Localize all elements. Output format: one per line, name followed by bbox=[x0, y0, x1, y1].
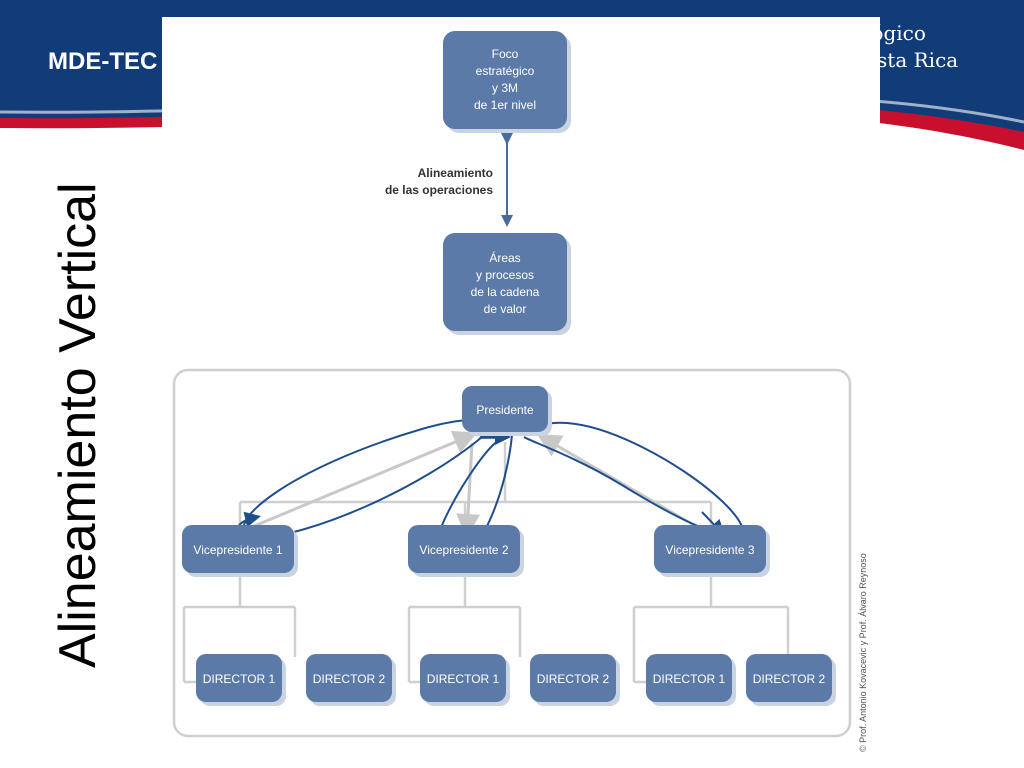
vicepresident-box-3: Vicepresidente 3 bbox=[654, 525, 770, 577]
director-box-1: DIRECTOR 1 bbox=[196, 654, 286, 706]
vicepresident-1-label: Vicepresidente 1 bbox=[193, 543, 283, 557]
value-chain-box: Áreas y procesos de la cadena de valor bbox=[443, 233, 571, 335]
director-box-5: DIRECTOR 1 bbox=[646, 654, 736, 706]
alignment-label-line-2: de las operaciones bbox=[385, 183, 493, 197]
vicepresident-box-2: Vicepresidente 2 bbox=[408, 525, 524, 577]
slide-title: Alineamiento Vertical bbox=[49, 182, 107, 668]
director-2a-label: DIRECTOR 2 bbox=[313, 672, 386, 686]
gray-alignment-arrows bbox=[251, 430, 698, 538]
strategic-focus-line-2: estratégico bbox=[476, 64, 535, 78]
value-chain-line-4: de valor bbox=[484, 302, 527, 316]
institution-line-1: lógico bbox=[865, 21, 926, 45]
vicepresident-box-1: Vicepresidente 1 bbox=[182, 525, 298, 577]
director-box-2: DIRECTOR 2 bbox=[306, 654, 396, 706]
director-1a-label: DIRECTOR 1 bbox=[203, 672, 276, 686]
vicepresident-3-label: Vicepresidente 3 bbox=[665, 543, 755, 557]
director-2c-label: DIRECTOR 2 bbox=[753, 672, 826, 686]
alignment-label-line-1: Alineamiento bbox=[418, 166, 493, 180]
copyright-note: © Prof. Antonio Kovacevic y Prof. Álvaro… bbox=[858, 553, 868, 752]
org-diagram: Foco estratégico y 3M de 1er nivel Aline… bbox=[172, 31, 852, 738]
strategic-focus-line-1: Foco bbox=[492, 47, 519, 61]
president-box: Presidente bbox=[462, 386, 552, 436]
director-box-4: DIRECTOR 2 bbox=[530, 654, 620, 706]
strategic-focus-line-3: y 3M bbox=[492, 81, 518, 95]
director-box-3: DIRECTOR 1 bbox=[420, 654, 510, 706]
figure-panel: Foco estratégico y 3M de 1er nivel Aline… bbox=[162, 17, 880, 752]
director-1c-label: DIRECTOR 1 bbox=[653, 672, 726, 686]
strategic-focus-box: Foco estratégico y 3M de 1er nivel bbox=[443, 31, 571, 133]
director-2b-label: DIRECTOR 2 bbox=[537, 672, 610, 686]
header-title: MDE-TEC bbox=[48, 48, 158, 75]
president-label: Presidente bbox=[476, 403, 534, 417]
value-chain-line-3: de la cadena bbox=[471, 285, 540, 299]
value-chain-line-2: y procesos bbox=[476, 268, 534, 282]
strategic-focus-line-4: de 1er nivel bbox=[474, 98, 536, 112]
director-1b-label: DIRECTOR 1 bbox=[427, 672, 500, 686]
director-box-6: DIRECTOR 2 bbox=[746, 654, 836, 706]
vicepresident-2-label: Vicepresidente 2 bbox=[419, 543, 509, 557]
org-chart-frame bbox=[172, 368, 852, 738]
institution-line-2: osta Rica bbox=[865, 48, 959, 72]
value-chain-line-1: Áreas bbox=[489, 250, 520, 265]
institution-name: lógico osta Rica bbox=[865, 20, 1015, 74]
